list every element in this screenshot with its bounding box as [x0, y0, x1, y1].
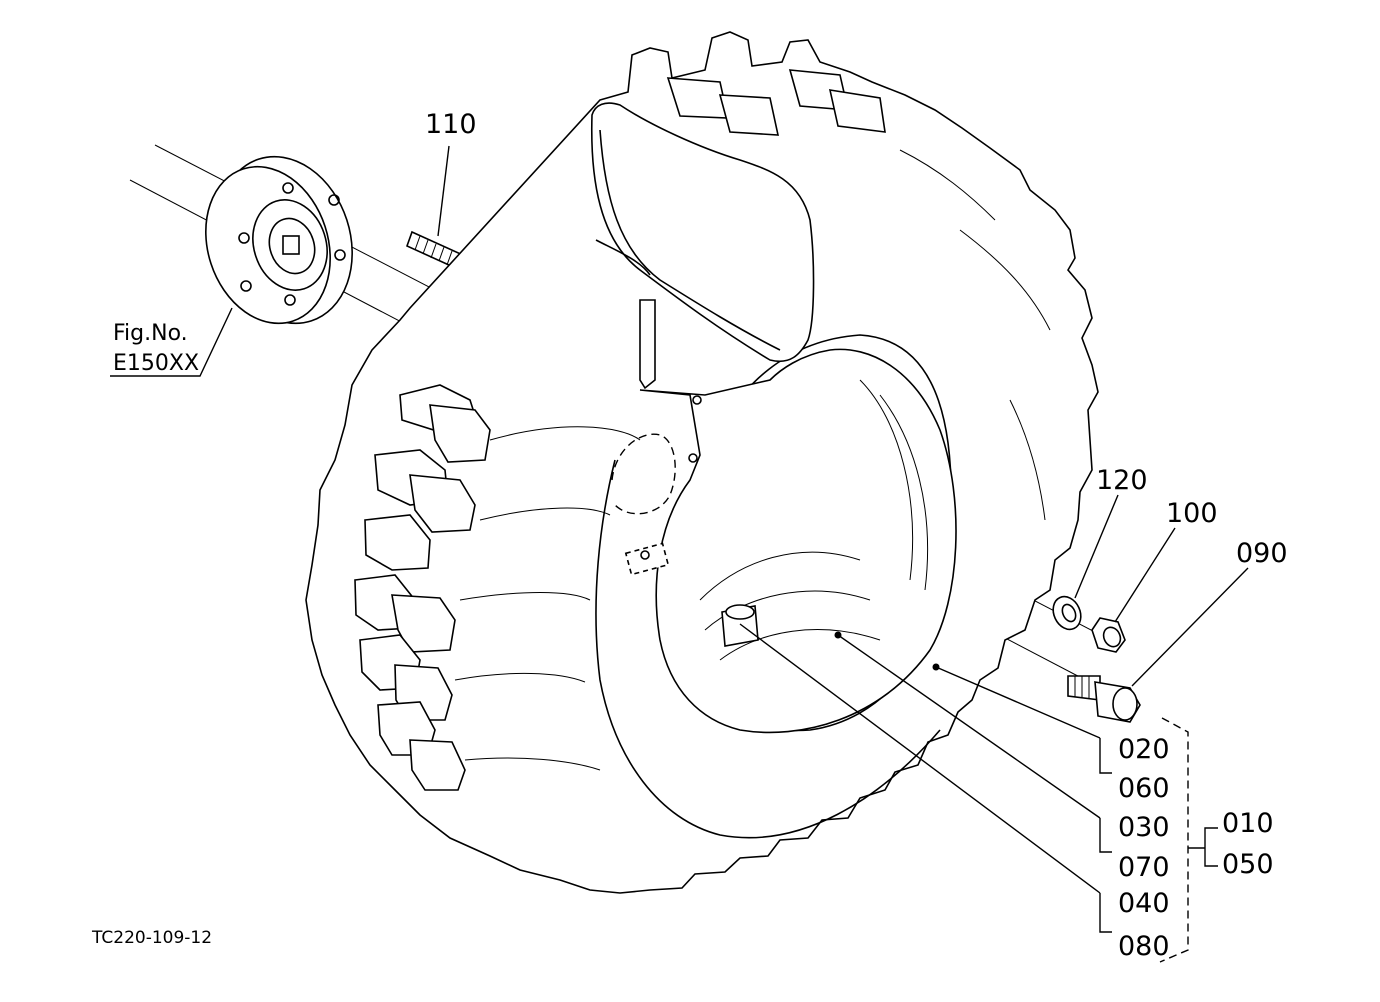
bolt-090 — [1067, 675, 1141, 723]
callout-020: 020 — [1118, 734, 1170, 765]
callout-070: 070 — [1118, 852, 1170, 883]
callout-010: 010 — [1222, 808, 1274, 839]
callout-120: 120 — [1096, 465, 1148, 496]
callout-050: 050 — [1222, 849, 1274, 880]
callout-060: 060 — [1118, 773, 1170, 804]
fig-no-value: E150XX — [113, 351, 199, 376]
fig-no-label: Fig.No. — [113, 321, 188, 346]
callout-110: 110 — [425, 109, 477, 140]
wheel-rim — [611, 348, 957, 734]
tire-cutaway — [590, 102, 815, 390]
callout-080: 080 — [1118, 931, 1170, 962]
drawing-code: TC220-109-12 — [91, 928, 212, 948]
callout-040: 040 — [1118, 888, 1170, 919]
callout-090: 090 — [1236, 538, 1288, 569]
leader-lines — [110, 307, 1249, 963]
washer-120 — [1052, 595, 1082, 631]
callout-100: 100 — [1166, 498, 1218, 529]
part-callouts: 110 120 100 090 020 060 030 070 040 080 … — [425, 109, 1288, 962]
hub-flange — [205, 155, 353, 325]
figure-reference: Fig.No. E150XX — [113, 321, 199, 376]
nut-100 — [1091, 617, 1126, 653]
callout-030: 030 — [1118, 812, 1170, 843]
